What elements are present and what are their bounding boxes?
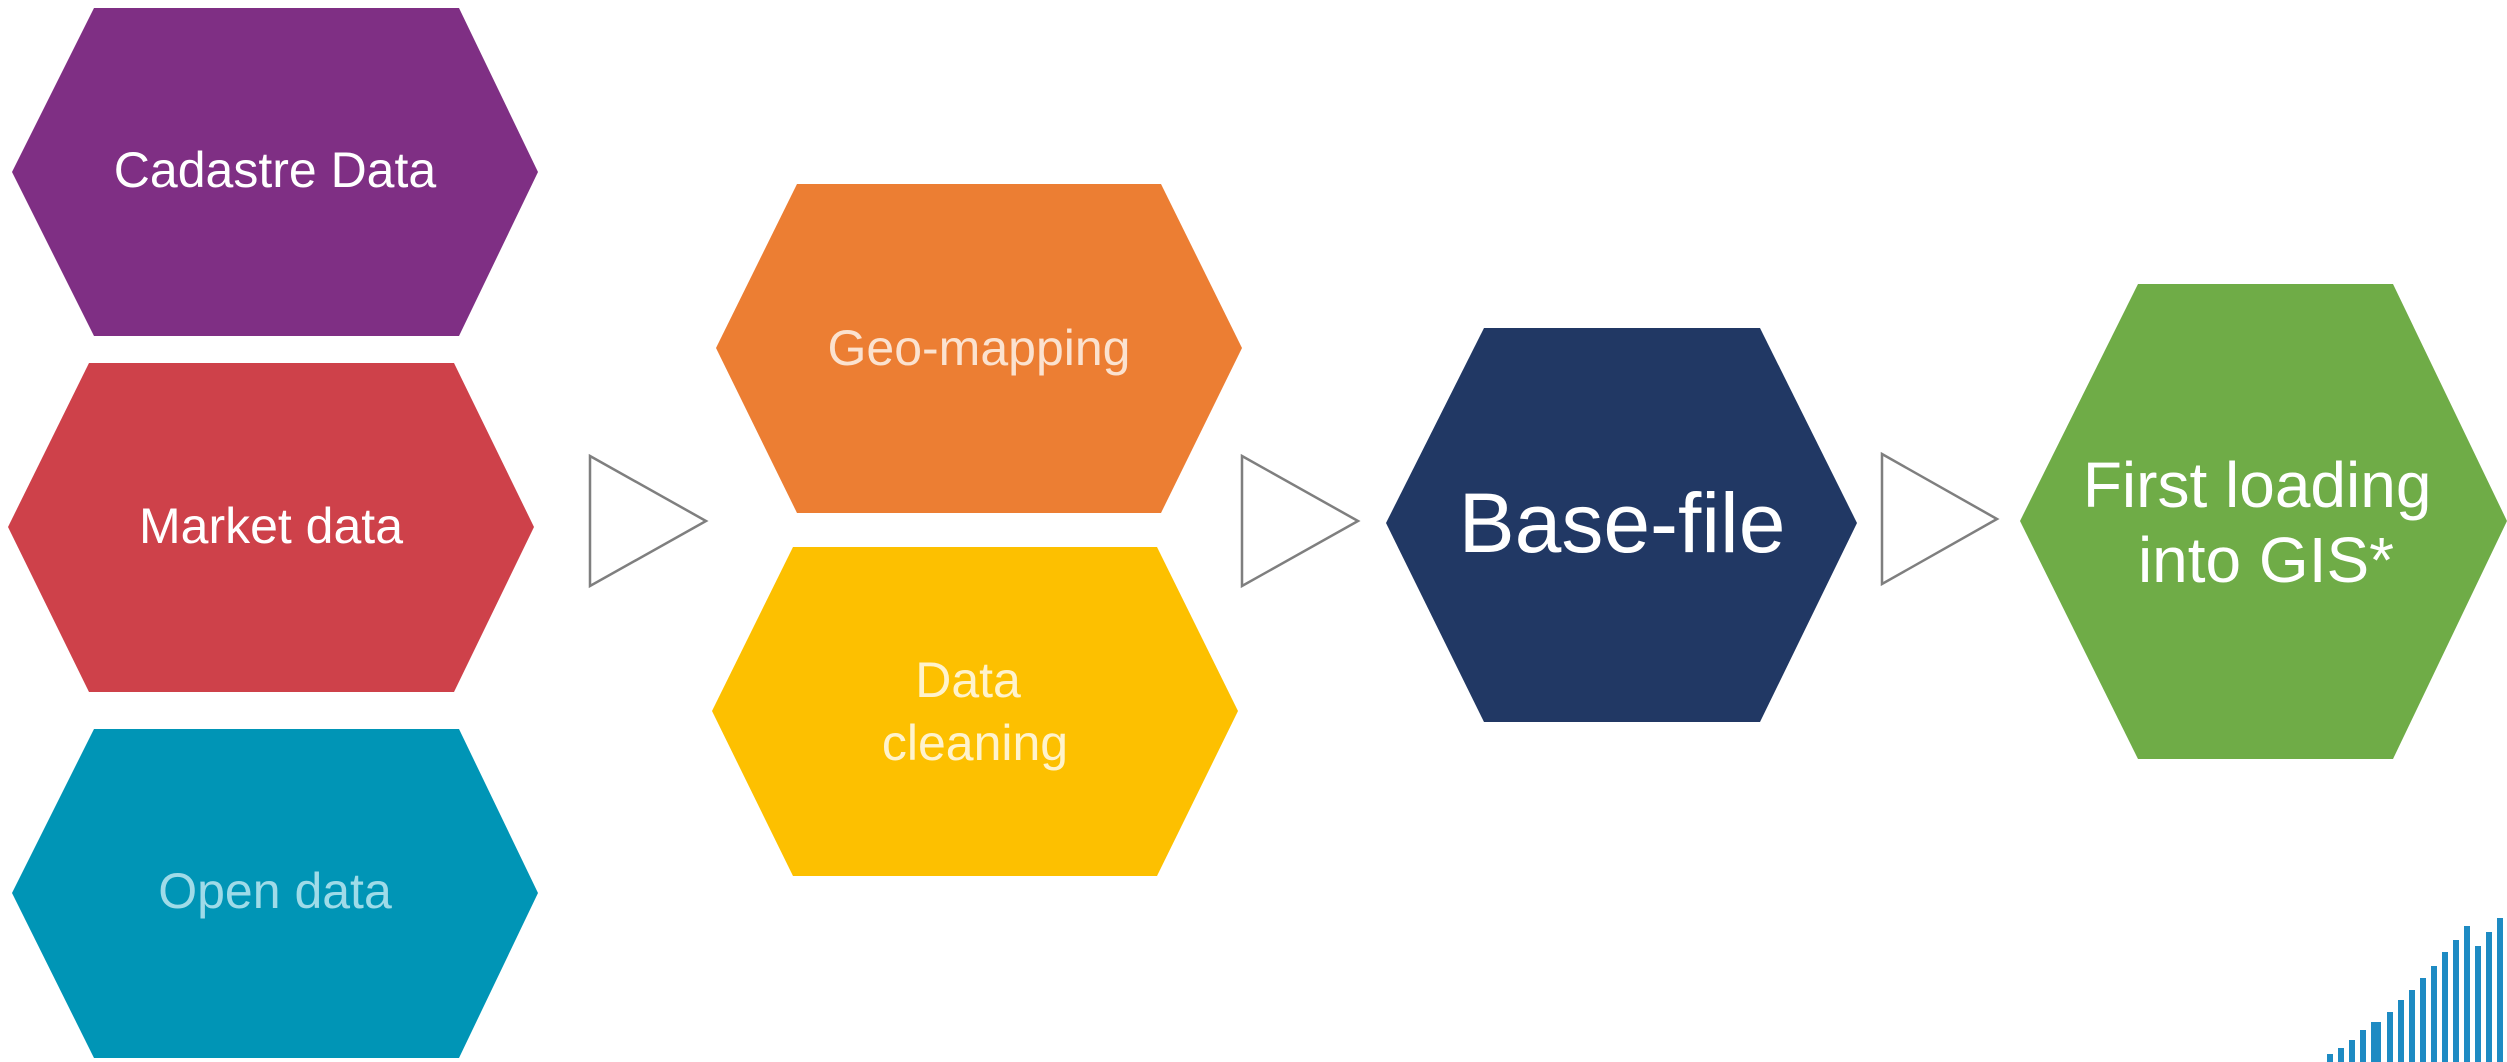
open-data-label: Open data: [158, 863, 392, 919]
logo-bar: [2398, 1000, 2404, 1062]
first-loading-gis-label-line-1: First loading: [2083, 449, 2432, 521]
logo-bar: [2338, 1048, 2344, 1062]
first-loading-gis-hexagon: [2020, 284, 2507, 759]
open-data-hexagon: [12, 729, 538, 1058]
base-file-hexagon: [1386, 328, 1857, 722]
logo-bar: [2497, 918, 2503, 1062]
cadastre-data-hexagon: [12, 8, 538, 336]
market-data-label: Market data: [139, 498, 403, 554]
first-loading-gis-label-line-2: into GIS*: [2138, 524, 2394, 596]
logo-bar: [2486, 932, 2492, 1062]
data-cleaning-label: Data cleaning: [882, 652, 1068, 771]
logo-bar: [2431, 966, 2437, 1062]
base-file-label: Base-file: [1459, 476, 1786, 570]
geo-mapping-label: Geo-mapping: [828, 320, 1131, 376]
data-cleaning-label-line-2: cleaning: [882, 715, 1068, 771]
logo-bar: [2371, 1022, 2381, 1062]
flow-arrow-2: [1240, 453, 1361, 589]
cadastre-data-node: Cadastre Data: [12, 8, 538, 336]
logo-bar: [2475, 946, 2481, 1062]
cadastre-data-label: Cadastre Data: [114, 142, 437, 198]
data-cleaning-label-line-1: Data: [915, 652, 1021, 708]
logo-bar: [2453, 940, 2459, 1062]
geo-mapping-node: Geo-mapping: [716, 184, 1242, 513]
logo-bar: [2442, 952, 2448, 1062]
flow-arrow-1: [588, 453, 709, 589]
logo-bar: [2349, 1040, 2355, 1062]
data-cleaning-hexagon: [712, 547, 1238, 876]
data-cleaning-node: Data cleaning: [712, 547, 1238, 876]
open-data-node: Open data: [12, 729, 538, 1058]
logo-bar: [2327, 1054, 2333, 1062]
first-loading-gis-node: First loading into GIS*: [2020, 284, 2507, 759]
logo-bar: [2360, 1030, 2366, 1062]
logo-bar: [2464, 926, 2470, 1062]
logo-bar: [2420, 978, 2426, 1062]
logo-bar: [2387, 1012, 2393, 1062]
geo-mapping-hexagon: [716, 184, 1242, 513]
corner-logo-bars: [2327, 918, 2503, 1062]
base-file-node: Base-file: [1386, 328, 1857, 722]
flow-arrow-3: [1880, 451, 2000, 587]
first-loading-gis-label: First loading into GIS*: [2083, 449, 2449, 596]
logo-bar: [2409, 990, 2415, 1062]
market-data-node: Market data: [8, 363, 534, 692]
market-data-hexagon: [8, 363, 534, 692]
